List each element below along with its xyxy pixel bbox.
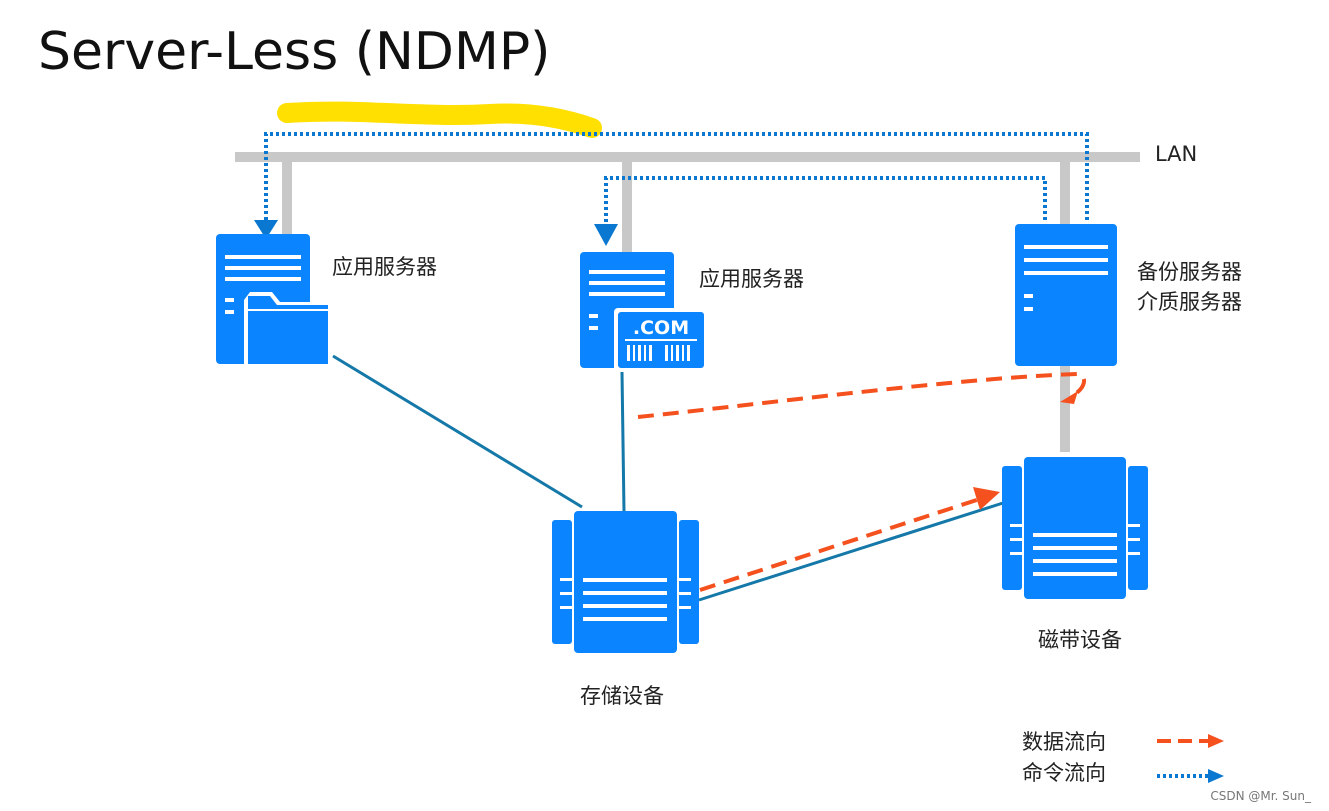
data-flow-arrowhead-return: [1060, 391, 1078, 404]
legend-command-flow-label: 命令流向: [1022, 761, 1106, 785]
legend-command-flow-arrowhead: [1208, 769, 1224, 783]
storage-device-label: 存储设备: [580, 684, 664, 708]
data-flow-arrowhead-to-tape: [973, 487, 1000, 510]
command-flow-arrowhead-1: [254, 220, 278, 239]
data-flow-tape-to-app-server-2: [637, 371, 1086, 419]
backup-server-icon: [1015, 224, 1117, 366]
legend-data-flow-arrowhead: [1208, 734, 1224, 748]
command-flow-to-app-server-2: [604, 176, 1047, 228]
backup-server-label-line1: 备份服务器: [1137, 260, 1242, 284]
watermark: CSDN @Mr. Sun_: [1210, 789, 1311, 803]
storage-device-icon: [552, 511, 699, 653]
highlight-stroke: [277, 101, 602, 138]
page-title: Server-Less (NDMP): [38, 22, 551, 82]
folder-icon: [244, 292, 332, 368]
tape-device-icon: [1002, 457, 1148, 599]
backup-server-label-line2: 介质服务器: [1137, 290, 1242, 314]
san-link-app1-storage: [332, 354, 583, 509]
com-badge-text: .COM: [633, 317, 689, 339]
san-link-storage-tape: [698, 501, 1004, 602]
app-server-1-label: 应用服务器: [332, 255, 437, 279]
com-badge-icon: .COM: [614, 308, 708, 372]
data-flow-storage-to-tape: [699, 495, 987, 592]
command-flow-arrowhead-2: [594, 224, 618, 246]
command-flow-to-app-server-1: [264, 132, 1089, 222]
app-server-2-label: 应用服务器: [699, 267, 804, 291]
legend-data-flow-label: 数据流向: [1022, 730, 1106, 754]
san-link-app2-storage: [620, 371, 626, 513]
tape-device-label: 磁带设备: [1038, 628, 1122, 652]
lan-label: LAN: [1155, 142, 1198, 166]
